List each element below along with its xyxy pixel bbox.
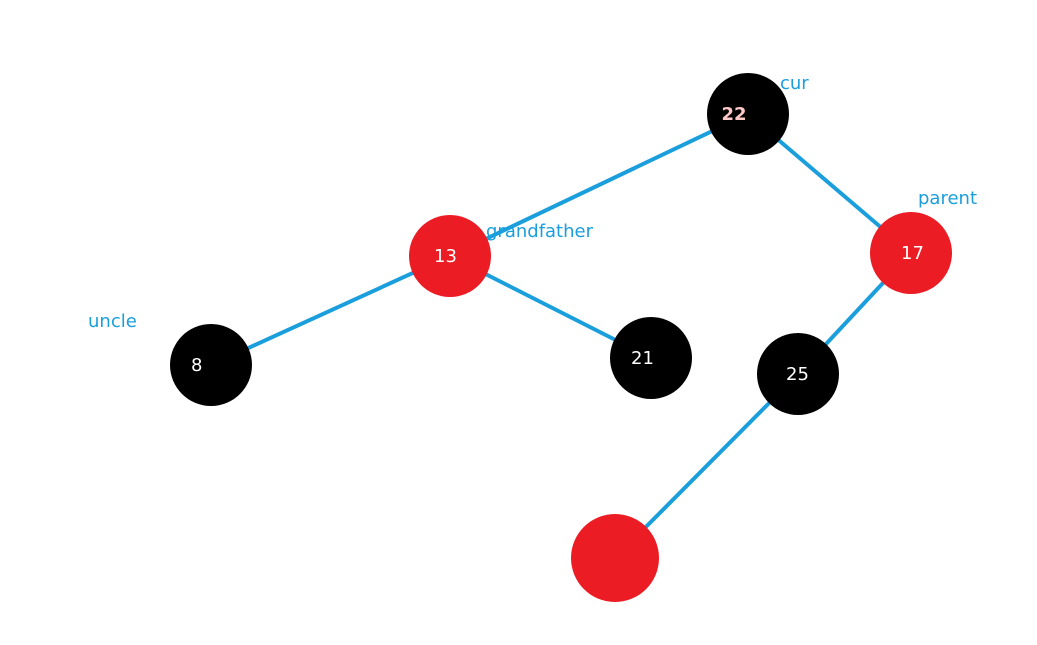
label-parent: parent [918, 188, 977, 209]
edge-n22-n13 [481, 127, 717, 243]
edge-n22-n17 [774, 136, 885, 231]
node-21-circle [610, 317, 692, 399]
label-uncle: uncle [88, 311, 137, 332]
tree-nodes: 22 13 17 8 21 25 [170, 73, 952, 602]
edge-n17-n25 [821, 278, 888, 349]
node-17-value: 17 [901, 243, 924, 264]
node-21-value: 21 [631, 348, 654, 369]
node-8-circle [170, 324, 252, 406]
node-17-circle [870, 212, 952, 294]
edge-n25-nNew [641, 398, 774, 532]
node-new-circle [571, 514, 659, 602]
node-13-circle [409, 215, 491, 297]
node-8-value: 8 [191, 355, 202, 376]
node-25-value: 25 [786, 364, 809, 385]
tree-edges [242, 127, 888, 532]
node-25-circle [757, 333, 839, 415]
label-cur: cur [780, 73, 809, 94]
edge-n13-n8 [242, 269, 419, 352]
node-22-circle [707, 73, 789, 155]
node-22-value: 22 [721, 104, 746, 125]
edge-n13-n21 [480, 270, 621, 344]
node-13-value: 13 [434, 246, 457, 267]
label-grandfather: grandfather [486, 221, 594, 242]
